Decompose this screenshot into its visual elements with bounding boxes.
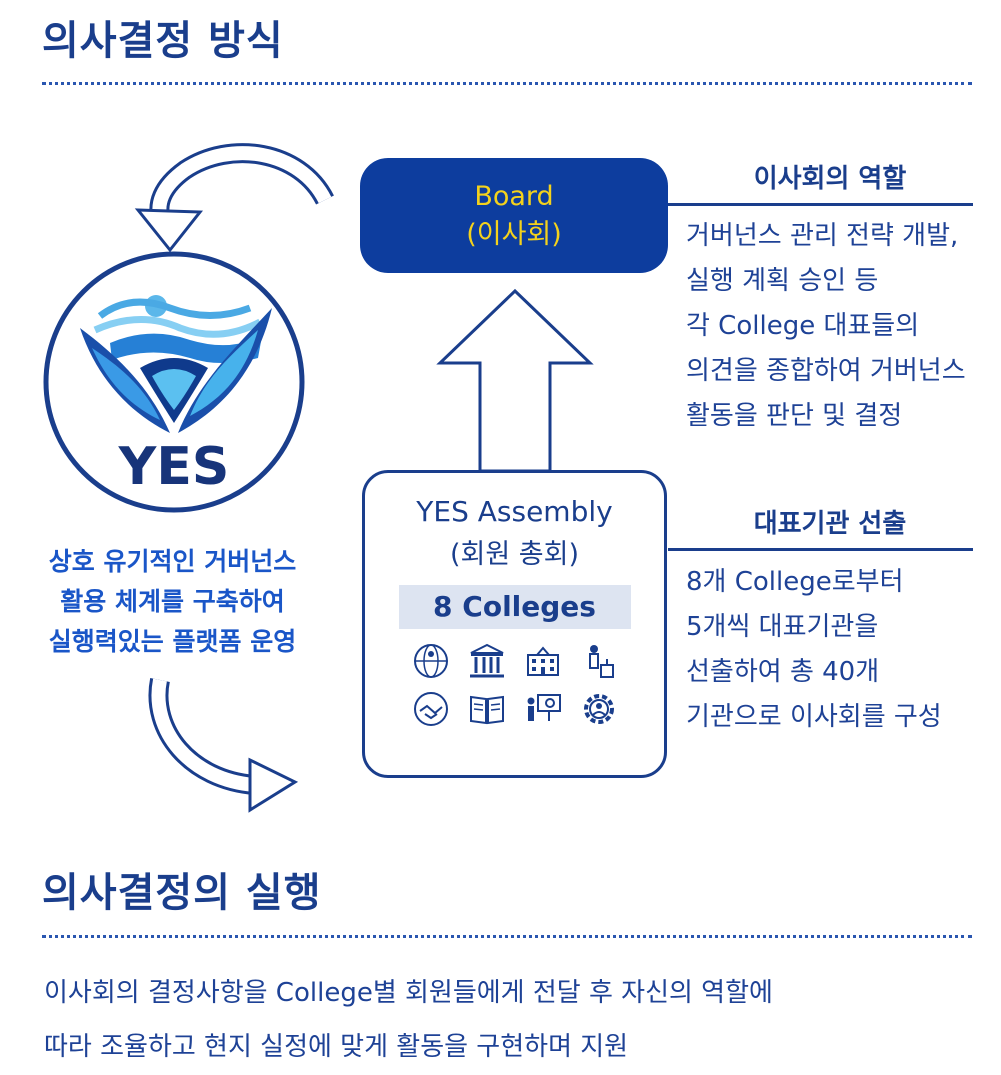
board-role-line: 거버넌스 관리 전략 개발, (686, 221, 959, 251)
board-label: Board (474, 180, 554, 212)
assembly-box: YES Assembly (회원 총회) 8 Colleges (362, 470, 667, 778)
representative-line: 선출하여 총 40개 (686, 657, 880, 687)
assembly-connector (668, 548, 973, 551)
representative-line: 5개씩 대표기관을 (686, 612, 879, 642)
icon-row-2 (365, 689, 664, 729)
representative-heading: 대표기관 선출 (753, 509, 907, 539)
section-title: 의사결정의 실행 (42, 870, 322, 916)
yes-logo: YES (40, 248, 308, 516)
board-role-line: 의견을 종합하여 거버넌스 (686, 356, 966, 386)
board-role-line: 각 College 대표들의 (686, 311, 920, 341)
board-connector (668, 203, 973, 206)
icon-row-1 (365, 641, 664, 681)
section-divider (42, 935, 972, 938)
left-caption-line1: 상호 유기적인 거버넌스 (48, 547, 297, 576)
board-role-text: 거버넌스 관리 전략 개발, 실행 계획 승인 등 각 College 대표들의… (686, 214, 996, 439)
cycle-arrows (134, 143, 334, 813)
page-title: 의사결정 방식 (42, 18, 284, 64)
gear-person-icon (583, 694, 614, 724)
board-role-line: 실행 계획 승인 등 (686, 266, 879, 296)
assembly-label-ko: (회원 총회) (449, 539, 579, 570)
representative-line: 기관으로 이사회를 구성 (686, 702, 942, 732)
representative-line: 8개 College로부터 (686, 567, 904, 597)
execution-text: 이사회의 결정사항을 College별 회원들에게 전달 후 자신의 역할에 따… (44, 966, 994, 1074)
logo-text: YES (118, 437, 230, 497)
handshake-globe-icon (413, 692, 448, 726)
left-caption: 상호 유기적인 거버넌스 활용 체계를 구축하여 실행력있는 플랫폼 운영 (0, 542, 345, 662)
title-divider (42, 82, 972, 85)
colleges-badge: 8 Colleges (398, 585, 631, 629)
building-icon (526, 646, 559, 676)
assembly-label: YES Assembly (416, 495, 613, 528)
left-caption-line2: 활용 체계를 구축하여 (60, 587, 285, 616)
globe-person-icon (413, 644, 448, 678)
board-box: Board (이사회) (360, 158, 668, 273)
board-role-line: 활동을 판단 및 결정 (686, 401, 903, 431)
board-role-heading: 이사회의 역할 (753, 164, 907, 194)
book-icon (469, 695, 504, 725)
speaker-podium-icon (588, 645, 614, 678)
board-label-ko: (이사회) (466, 218, 562, 250)
left-caption-line3: 실행력있는 플랫폼 운영 (48, 627, 297, 656)
logo-emblem-icon: YES (43, 251, 305, 513)
presentation-icon (527, 694, 561, 721)
execution-line: 이사회의 결정사항을 College별 회원들에게 전달 후 자신의 역할에 (44, 978, 773, 1008)
up-arrow-icon (436, 288, 594, 473)
execution-line: 따라 조율하고 현지 실정에 맞게 활동을 구현하며 지원 (44, 1032, 629, 1062)
representative-text: 8개 College로부터 5개씩 대표기관을 선출하여 총 40개 기관으로 … (686, 560, 996, 740)
institution-icon (469, 643, 504, 678)
